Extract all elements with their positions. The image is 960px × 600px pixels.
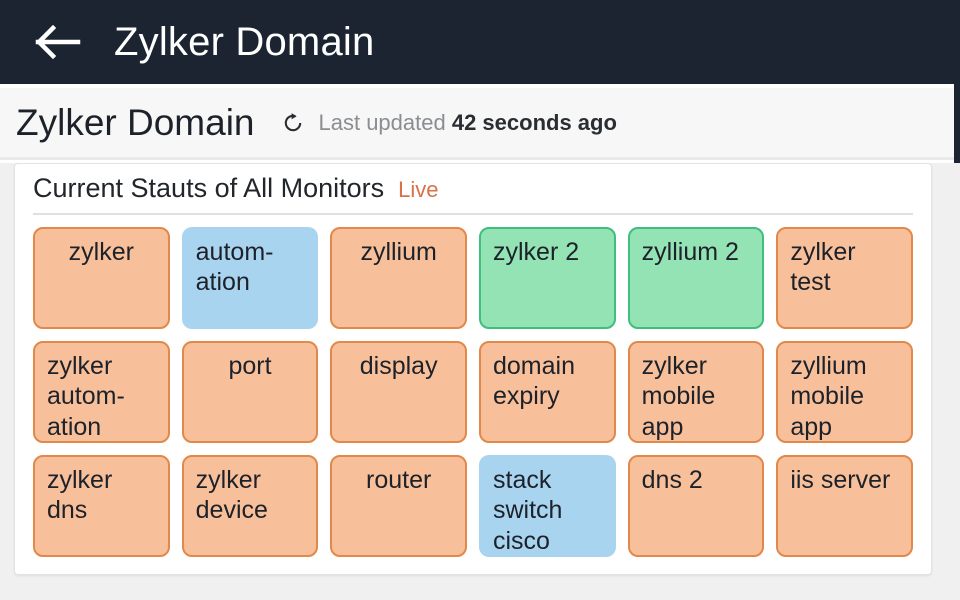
monitor-tile[interactable]: zylker dns — [33, 454, 170, 557]
monitor-tile[interactable]: autom-ation — [181, 226, 319, 329]
monitor-tile[interactable]: iis server — [776, 454, 913, 557]
monitor-tile[interactable]: zylker device — [181, 454, 319, 557]
last-updated-prefix: Last updated — [318, 109, 452, 135]
page-title: Zylker Domain — [16, 102, 255, 143]
monitor-tile[interactable]: zylker 2 — [479, 226, 616, 329]
page-subheader: Zylker Domain Last updated 42 seconds ag… — [0, 88, 954, 160]
monitor-tile[interactable]: zyllium — [330, 226, 467, 329]
live-badge: Live — [398, 177, 439, 202]
monitor-tile[interactable]: zyllium 2 — [627, 226, 765, 329]
app-bar: Zylker Domain — [0, 0, 960, 84]
monitors-card-title: Current Stauts of All Monitors — [33, 173, 385, 203]
monitor-tile[interactable]: port — [181, 340, 319, 443]
monitors-card: Current Stauts of All Monitors Live zylk… — [14, 163, 932, 575]
monitor-tile[interactable]: zylker — [33, 226, 170, 329]
right-edge-strip — [954, 84, 960, 172]
monitor-tile[interactable]: zylker test — [776, 226, 913, 329]
monitor-tile[interactable]: router — [330, 454, 467, 557]
monitor-tile[interactable]: display — [330, 340, 467, 443]
back-arrow-icon[interactable] — [30, 14, 86, 70]
last-updated-text: Last updated 42 seconds ago — [319, 110, 617, 136]
monitor-tile[interactable]: domain expiry — [479, 340, 616, 443]
monitor-tile[interactable]: zyllium mobile app — [776, 340, 913, 443]
monitor-tile[interactable]: dns 2 — [627, 454, 765, 557]
monitor-tile[interactable]: zylker mobile app — [627, 340, 765, 443]
monitors-card-header: Current Stauts of All Monitors Live — [33, 173, 913, 215]
last-updated-value: 42 seconds ago — [451, 109, 617, 135]
page-body: Current Stauts of All Monitors Live zylk… — [0, 163, 960, 600]
monitor-tile[interactable]: zylker autom-ation — [33, 340, 170, 443]
refresh-icon[interactable] — [281, 111, 305, 135]
app-bar-title: Zylker Domain — [114, 20, 375, 64]
monitor-tile[interactable]: stack switch cisco — [479, 454, 616, 557]
